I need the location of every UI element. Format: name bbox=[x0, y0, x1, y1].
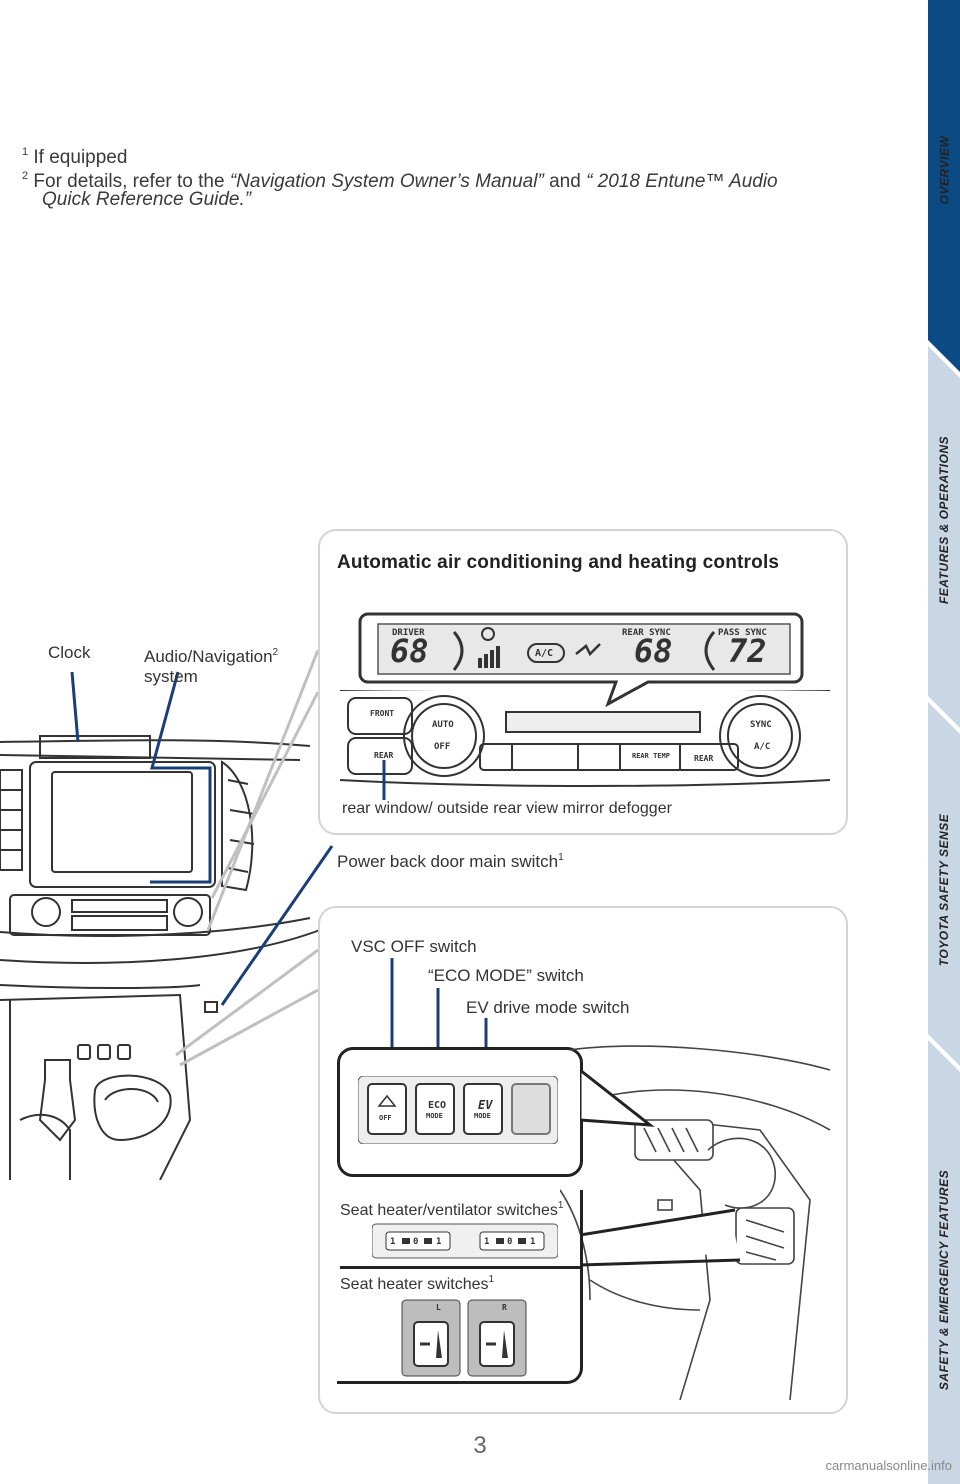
vent-digit-4: 1 bbox=[484, 1237, 490, 1247]
lcd-driver-temp: 68 bbox=[390, 632, 429, 670]
btn-sync[interactable]: SYNC bbox=[750, 720, 772, 730]
footnote-2-cont: Quick Reference Guide.” bbox=[42, 189, 252, 210]
watermark: carmanualsonline.info bbox=[825, 1458, 952, 1473]
heater-left-letter: L bbox=[436, 1303, 441, 1312]
audio-nav-label: Audio/Navigation2 system bbox=[144, 647, 279, 686]
lcd-ac: A/C bbox=[535, 648, 554, 659]
lcd-rear-temp: 68 bbox=[634, 632, 673, 670]
lcd-pass-temp: 72 bbox=[728, 632, 767, 670]
vent-digit-5: 0 bbox=[507, 1237, 513, 1247]
power-back-door-label: Power back door main switch1 bbox=[337, 852, 564, 871]
lcd-pass-sync-label: PASS SYNC bbox=[718, 628, 767, 638]
seat-vent-switch bbox=[372, 1223, 558, 1259]
btn-rear[interactable]: REAR bbox=[694, 754, 714, 763]
tab-features-operations[interactable]: FEATURES & OPERATIONS bbox=[937, 435, 952, 605]
vent-digit-3: 1 bbox=[436, 1237, 442, 1247]
vsc-switch-text[interactable]: OFF bbox=[379, 1114, 392, 1122]
console-illustration bbox=[560, 1045, 831, 1400]
seat-switch-box bbox=[337, 1190, 583, 1384]
tab-safety-emergency[interactable]: SAFETY & EMERGENCY FEATURES bbox=[937, 1169, 952, 1391]
dashboard-illustration bbox=[0, 735, 321, 1180]
lcd-rear-sync-label: REAR SYNC bbox=[622, 628, 671, 638]
seat-divider bbox=[340, 1266, 583, 1269]
dash-callout-lines bbox=[70, 649, 334, 1067]
btn-off[interactable]: OFF bbox=[434, 742, 451, 752]
switch-row bbox=[358, 1076, 558, 1144]
btn-ac[interactable]: A/C bbox=[754, 742, 771, 752]
climate-title: Automatic air conditioning and heating c… bbox=[337, 552, 780, 573]
footnote-2: 2 For details, refer to the “Navigation … bbox=[22, 170, 778, 192]
vsc-off-label: VSC OFF switch bbox=[351, 937, 477, 956]
lcd-driver-label: DRIVER bbox=[392, 628, 425, 638]
btn-rear-temp[interactable]: REAR TEMP bbox=[632, 752, 670, 760]
heater-right-letter: R bbox=[502, 1303, 507, 1312]
climate-lcd bbox=[358, 612, 804, 708]
footnote-1: 1 If equipped bbox=[22, 146, 128, 168]
page-number: 3 bbox=[473, 1432, 487, 1459]
clock-label: Clock bbox=[48, 643, 91, 662]
seat-vent-label: Seat heater/ventilator switches1 bbox=[340, 1200, 564, 1219]
eco-switch-mode: MODE bbox=[426, 1112, 443, 1120]
vent-digit-6: 1 bbox=[530, 1237, 536, 1247]
btn-rear-def[interactable]: REAR bbox=[374, 751, 394, 760]
tab-overview[interactable]: OVERVIEW bbox=[937, 135, 951, 205]
eco-switch-text[interactable]: ECO bbox=[428, 1100, 447, 1111]
vent-digit-2: 0 bbox=[413, 1237, 419, 1247]
btn-auto[interactable]: AUTO bbox=[432, 720, 454, 730]
section-tabs bbox=[928, 0, 960, 1484]
defogger-callout-line bbox=[382, 760, 386, 800]
ev-switch-text[interactable]: EV bbox=[478, 1098, 493, 1112]
seat-heater-switches bbox=[401, 1299, 527, 1377]
btn-front-def[interactable]: FRONT bbox=[370, 709, 395, 718]
defogger-caption: rear window/ outside rear view mirror de… bbox=[342, 800, 672, 817]
vent-digit-1: 1 bbox=[390, 1237, 396, 1247]
tab-toyota-safety-sense[interactable]: TOYOTA SAFETY SENSE bbox=[937, 813, 952, 967]
ev-switch-mode: MODE bbox=[474, 1112, 491, 1120]
ev-mode-label: EV drive mode switch bbox=[466, 998, 630, 1017]
pointer-wedges bbox=[580, 1068, 741, 1267]
eco-mode-label: “ECO MODE” switch bbox=[428, 966, 584, 985]
climate-control-unit bbox=[340, 690, 830, 787]
seat-heater-label: Seat heater switches1 bbox=[340, 1274, 495, 1293]
